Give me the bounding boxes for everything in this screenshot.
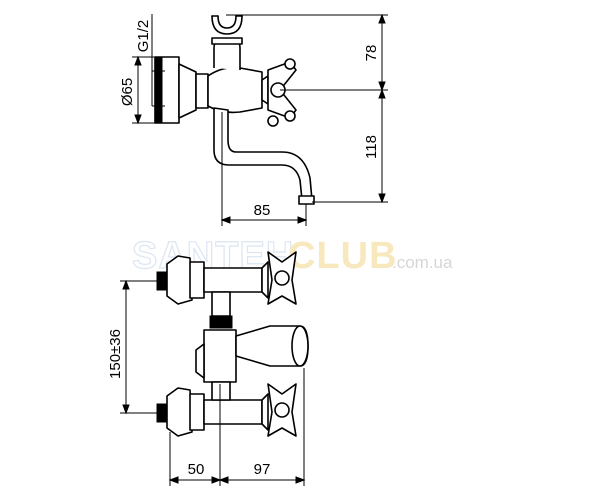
dim-spout-reach: 85	[254, 202, 271, 219]
watermark-part-2: CLUB	[288, 235, 398, 277]
diverter-ring	[209, 315, 233, 329]
lower-flange	[166, 387, 193, 437]
handle-stem	[261, 75, 269, 105]
dim-lower-height: 118	[363, 135, 380, 159]
dim-top-height: 78	[363, 45, 380, 62]
spout-outlet	[291, 325, 309, 367]
spout	[213, 107, 313, 201]
dim-body-depth: 97	[254, 461, 271, 478]
upper-flange	[166, 255, 193, 305]
shower-hook	[211, 15, 243, 35]
wall-flange-threaded-end	[154, 57, 163, 123]
faucet-side-view	[154, 15, 315, 205]
spout-aerator	[298, 195, 315, 205]
handle-knob	[267, 115, 279, 127]
flange-cone	[178, 63, 197, 119]
watermark: SANTEH CLUB .com.ua	[131, 234, 453, 277]
faucet-front-view	[156, 251, 309, 437]
bottom-dimensions: 150±36 50 97	[107, 279, 306, 486]
upper-body	[203, 267, 263, 293]
dim-wall-offset: 50	[188, 461, 205, 478]
watermark-part-3: .com.ua	[392, 253, 453, 272]
diverter-body	[203, 329, 237, 383]
top-dimensions: 78 118 85 G1/2 Ø65	[119, 13, 388, 226]
dim-center-distance: 150±36	[107, 329, 124, 379]
dim-thread: G1/2	[135, 20, 152, 53]
body-housing	[207, 66, 263, 114]
column-ring	[211, 37, 243, 45]
lower-body	[203, 399, 263, 425]
lower-nut	[189, 393, 205, 431]
dim-diameter: Ø65	[119, 78, 136, 106]
vertical-body-upper	[211, 291, 231, 317]
body-nut	[195, 73, 209, 109]
upper-nut	[189, 261, 205, 299]
